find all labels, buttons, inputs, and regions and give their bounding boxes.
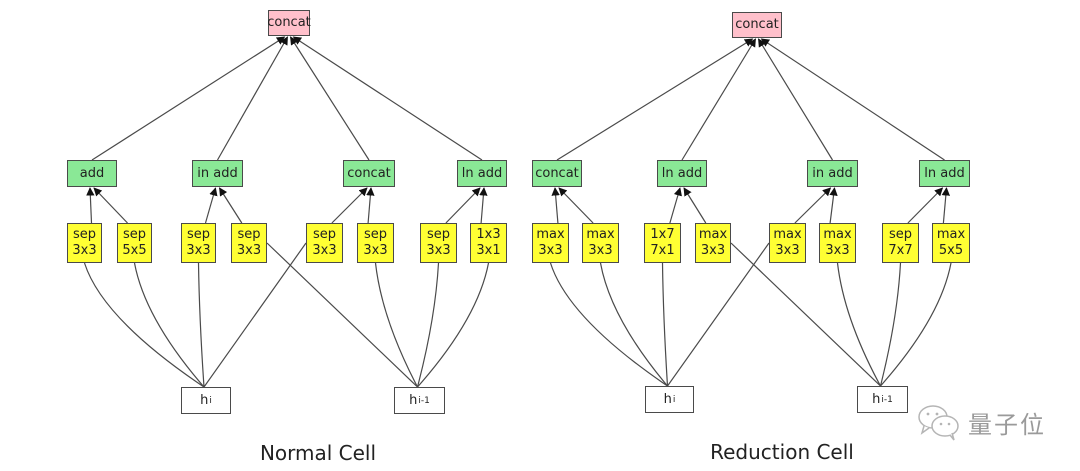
normal-edge-input-to-op: [266, 242, 418, 388]
normal-edge-op-to-combiner: [218, 187, 243, 224]
reduction-edge-op-to-combiner: [551, 187, 560, 224]
reduction-combiner-node: concat: [532, 160, 582, 187]
input-label: h: [663, 391, 672, 407]
input-subscript: i: [672, 394, 676, 405]
reduction-op-node: max 3x3: [582, 223, 619, 263]
normal-output-concat-node: concat: [267, 10, 311, 36]
normal-edge-input-to-op: [197, 262, 205, 388]
reduction-edge-input-to-op: [836, 262, 882, 387]
normal-edge-op-to-combiner: [331, 187, 368, 224]
wechat-icon: [918, 405, 959, 441]
normal-edge-input-to-op: [374, 262, 419, 388]
reduction-op-node: sep 7x7: [882, 223, 919, 263]
normal-edge-op-to-combiner: [366, 187, 375, 224]
reduction-edge-op-to-combiner: [907, 187, 944, 224]
reduction-op-node: max 3x3: [819, 223, 856, 263]
normal-edge-input-to-op: [417, 262, 490, 388]
reduction-edge-combiner-to-output: [556, 38, 754, 161]
normal-combiner-node: concat: [343, 160, 395, 187]
reduction-op-node: max 3x3: [532, 223, 569, 263]
normal-edge-input-to-op: [83, 262, 205, 388]
reduction-op-node: 1x7 7x1: [644, 223, 681, 263]
reduction-cell-caption: Reduction Cell: [710, 440, 854, 464]
input-subscript: i: [209, 395, 212, 406]
reduction-edge-input-to-op: [549, 262, 668, 387]
normal-edge-op-to-combiner: [479, 187, 488, 224]
input-label: h: [200, 392, 209, 408]
normal-edge-input-to-op: [416, 262, 440, 388]
reduction-edge-input-to-op: [661, 262, 669, 387]
normal-edge-input-to-op: [203, 242, 307, 388]
reduction-edge-input-to-op: [880, 262, 952, 387]
normal-combiner-node: in add: [192, 160, 243, 187]
input-label: h: [409, 392, 418, 408]
reduction-edge-combiner-to-output: [757, 38, 834, 161]
input-label: h: [872, 391, 881, 407]
normal-op-node: sep 3x3: [181, 223, 216, 263]
reduction-combiner-node: ln add: [919, 160, 970, 187]
reduction-edge-op-to-combiner: [941, 187, 951, 224]
normal-op-node: sep 3x3: [231, 223, 267, 263]
normal-edge-combiner-to-output: [289, 36, 370, 161]
reduction-edge-op-to-combiner: [829, 187, 838, 224]
reduction-edge-input-to-op: [730, 242, 881, 387]
input-subscript: i-1: [418, 395, 430, 406]
normal-combiner-node: ln add: [457, 160, 507, 187]
normal-combiner-node: add: [67, 160, 117, 187]
reduction-op-node: max 3x3: [695, 223, 731, 263]
reduction-edge-op-to-combiner: [683, 187, 707, 224]
normal-op-node: sep 3x3: [357, 223, 394, 263]
reduction-edge-combiner-to-output: [760, 38, 945, 161]
normal-op-node: sep 3x3: [67, 223, 102, 263]
reduction-edge-op-to-combiner: [794, 187, 832, 224]
reduction-edge-input-to-op: [667, 242, 770, 387]
reduction-combiner-node: ln add: [657, 160, 707, 187]
reduction-op-node: max 3x3: [769, 223, 806, 263]
normal-cell-caption: Normal Cell: [259, 441, 377, 465]
normal-op-node: sep 3x3: [306, 223, 343, 263]
reduction-output-concat-node: concat: [732, 12, 782, 38]
normal-edge-op-to-combiner: [445, 187, 481, 224]
input-subscript: i-1: [881, 394, 893, 405]
normal-op-node: 1x3 3x1: [470, 223, 507, 263]
reduction-combiner-node: in add: [807, 160, 858, 187]
normal-edge-op-to-combiner: [204, 187, 218, 224]
reduction-edge-op-to-combiner: [669, 187, 682, 224]
watermark: 量子位: [916, 402, 1046, 442]
normal-edge-op-to-combiner: [93, 187, 128, 224]
normal-edge-combiner-to-output: [216, 36, 289, 161]
reduction-edge-input-to-op: [599, 262, 668, 387]
reduction-op-node: max 5x5: [932, 223, 970, 263]
reduction-edge-op-to-combiner: [558, 187, 594, 224]
normal-edge-combiner-to-output: [292, 36, 483, 161]
normal-op-node: sep 5x5: [117, 223, 152, 263]
normal-edge-input-to-op: [133, 262, 205, 388]
reduction-edge-input-to-op: [879, 262, 902, 387]
reduction-edge-combiner-to-output: [681, 38, 757, 161]
normal-edge-op-to-combiner: [86, 187, 95, 224]
normal-edge-combiner-to-output: [91, 36, 286, 161]
normal-op-node: sep 3x3: [420, 223, 457, 263]
watermark-text: 量子位: [968, 410, 1046, 439]
